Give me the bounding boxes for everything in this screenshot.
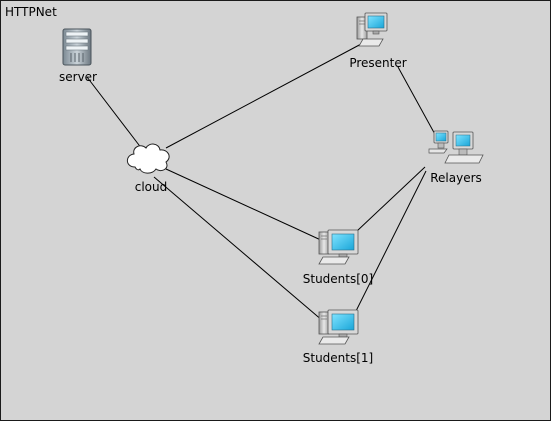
server-node[interactable]: server	[59, 28, 97, 84]
server-icon	[62, 28, 92, 66]
cloud-node[interactable]: cloud	[126, 143, 170, 194]
presenter-node[interactable]: Presenter	[349, 12, 407, 70]
link-cloud-presenter	[165, 42, 364, 149]
pc-icon	[318, 229, 359, 265]
cloud-label: cloud	[135, 180, 168, 194]
students0-node[interactable]: Students[0]	[303, 229, 374, 286]
pc-group-icon	[428, 130, 484, 164]
pc-icon	[318, 309, 359, 345]
links-layer	[86, 42, 438, 322]
link-cloud-students1	[153, 176, 324, 322]
pc-icon	[356, 12, 388, 47]
link-presenter-relayers	[397, 66, 438, 139]
server-label: server	[59, 70, 97, 84]
cloud-icon	[126, 143, 170, 174]
relayers-node[interactable]: Relayers	[428, 130, 484, 185]
relayers-label: Relayers	[430, 171, 482, 185]
presenter-label: Presenter	[349, 56, 406, 70]
link-server-cloud	[86, 76, 143, 150]
students1-node[interactable]: Students[1]	[303, 309, 374, 365]
link-relayers-students1	[355, 170, 427, 312]
students0-label: Students[0]	[303, 272, 374, 286]
students1-label: Students[1]	[303, 351, 374, 365]
link-relayers-students0	[356, 166, 426, 232]
link-cloud-students0	[165, 168, 324, 242]
network-title: HTTPNet	[5, 5, 57, 19]
